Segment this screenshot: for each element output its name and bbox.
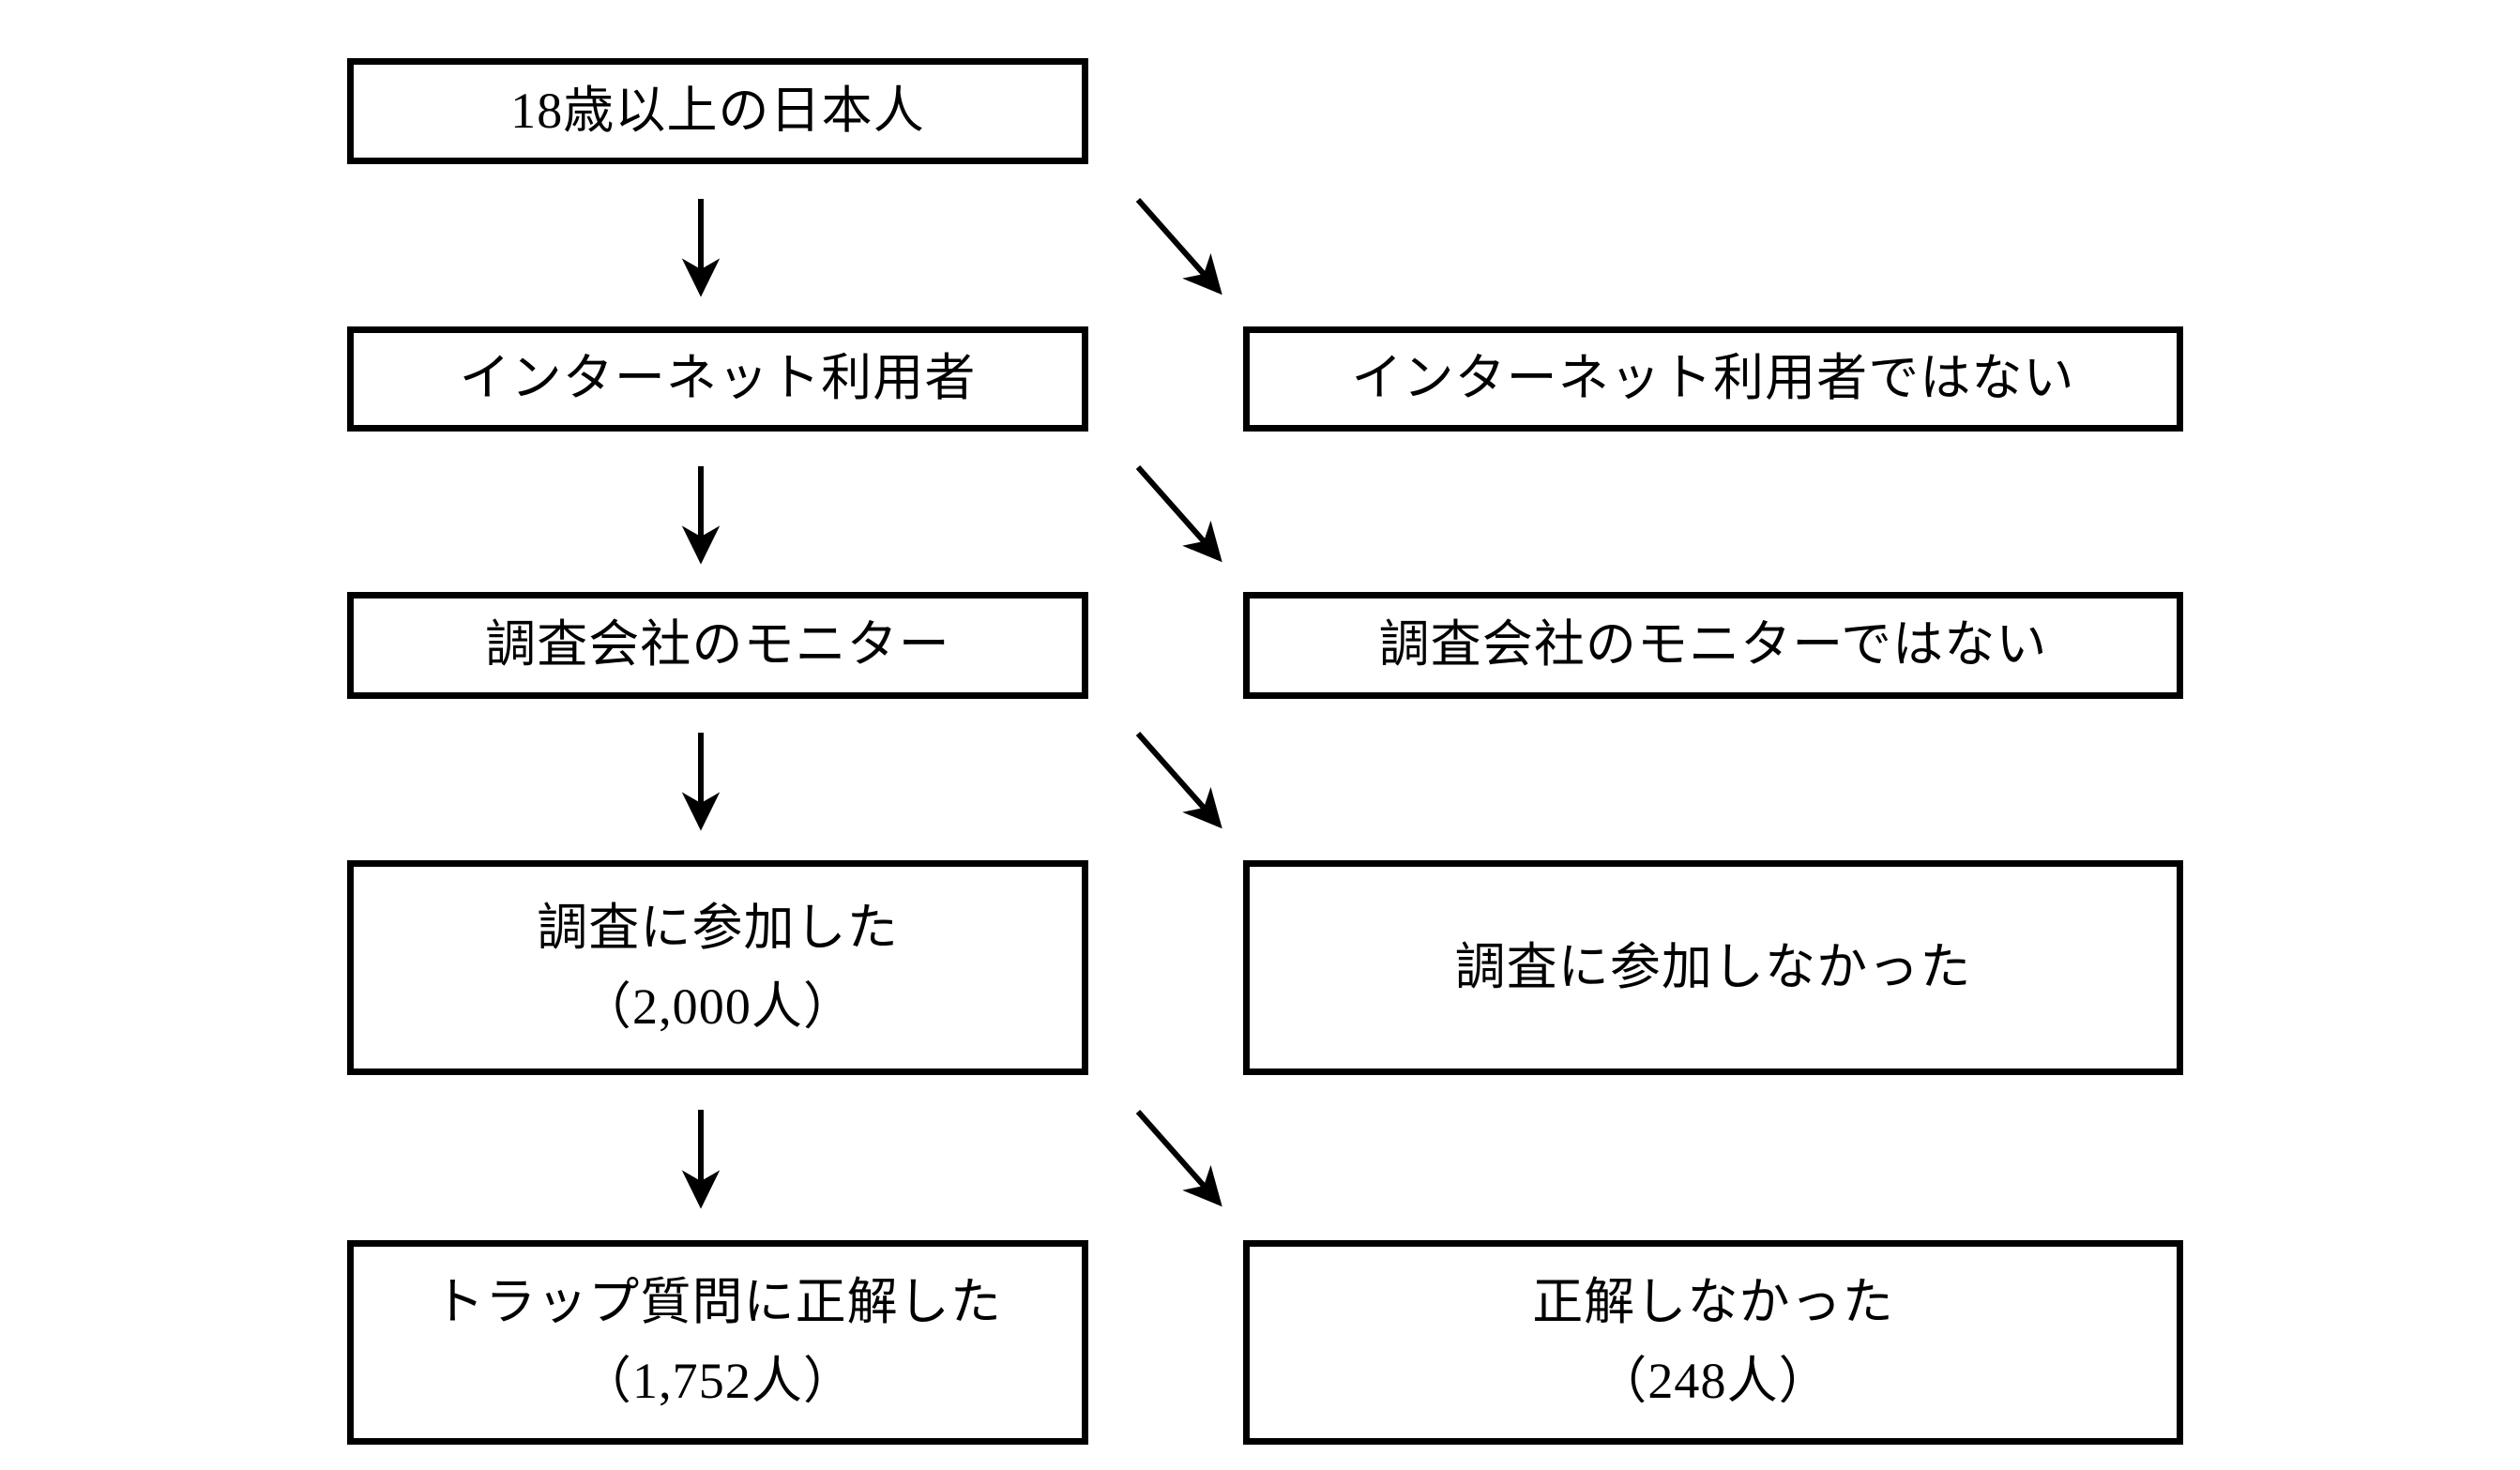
arrow-diagonal-4: [1135, 1110, 1222, 1207]
node-not-internet-user: インターネット利用者ではない: [1243, 326, 2183, 432]
node-label-line: インターネット利用者: [459, 350, 977, 407]
node-count-line: （1,752人）: [580, 1353, 856, 1409]
node-survey-monitor: 調査会社のモニター: [347, 592, 1088, 699]
node-passed-trap: トラップ質問に正解した （1,752人）: [347, 1240, 1088, 1445]
arrow-diagonal-3: [1135, 732, 1222, 829]
arrow-diagonal-2: [1135, 465, 1222, 563]
node-japanese-adults: 18歳以上の日本人: [347, 58, 1088, 164]
node-label-line: 調査に参加した: [537, 899, 899, 956]
node-label-line: 18歳以上の日本人: [510, 82, 925, 139]
node-failed-trap: 正解しなかった （248人）: [1243, 1240, 2183, 1445]
node-label-line: トラップ質問に正解した: [433, 1274, 1002, 1331]
node-count-line: （248人）: [1596, 1353, 1830, 1409]
node-count-line: （2,000人）: [580, 977, 856, 1035]
arrow-diagonal-1: [1135, 198, 1222, 296]
node-label-line: インターネット利用者ではない: [1351, 350, 2075, 407]
node-label-line: 調査会社のモニター: [485, 616, 950, 674]
node-internet-user: インターネット利用者: [347, 326, 1088, 432]
node-not-participated: 調査に参加しなかった: [1243, 860, 2183, 1075]
node-not-survey-monitor: 調査会社のモニターではない: [1243, 592, 2183, 699]
node-participated: 調査に参加した （2,000人）: [347, 860, 1088, 1075]
node-label-line: 正解しなかった: [1532, 1274, 1894, 1331]
node-label-line: 調査に参加しなかった: [1454, 938, 1972, 995]
node-label-line: 調査会社のモニターではない: [1378, 616, 2048, 674]
